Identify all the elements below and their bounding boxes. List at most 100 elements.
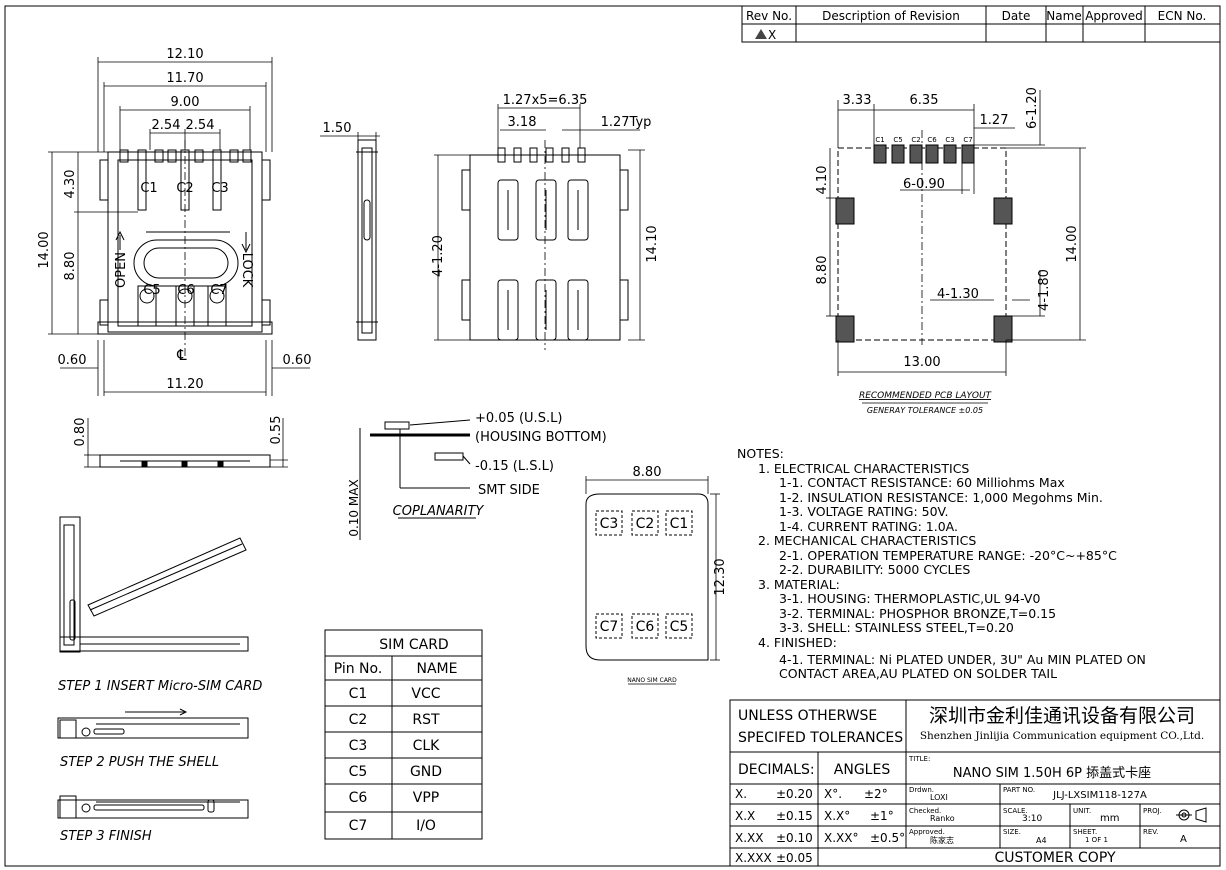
front-view: 0.80 0.55 — [73, 416, 288, 468]
tb-tol-value: ±0.20 — [776, 787, 813, 801]
tb-unit-value: mm — [1100, 813, 1119, 824]
centerline-symbol: ℄ — [176, 346, 187, 364]
contact-label-c3: C3 — [211, 181, 228, 196]
pcb-pad-label-c2: C2 — [911, 136, 920, 144]
dim-overall-width: 12.10 — [166, 47, 203, 62]
tb-approved-value: 陈家志 — [930, 835, 954, 845]
sim-card-table: SIM CARD Pin No. NAME C1 VCC C2 RST C3 C… — [324, 629, 483, 840]
tb-part-label: PART NO. — [1003, 786, 1035, 794]
tb-drawn-value: LOXI — [930, 793, 948, 802]
dim-top-to-row: 4.30 — [63, 170, 78, 199]
coplanarity-lsl: -0.15 (L.S.L) — [475, 459, 554, 474]
notes-heading: NOTES: — [737, 446, 784, 461]
step-3-illustration — [57, 795, 249, 819]
dim-bottom-span: 3.18 — [508, 115, 537, 130]
nano-card-height: 12.30 — [713, 558, 728, 595]
rev-triangle-icon — [755, 29, 767, 39]
nano-contact-c5: C5 — [670, 619, 689, 635]
tb-tol-value: ±0.10 — [776, 831, 813, 845]
sim-table-name: RST — [412, 712, 440, 728]
sim-table-pin: C6 — [349, 790, 368, 806]
pcb-layout-caption: RECOMMENDED PCB LAYOUT — [859, 391, 993, 401]
tb-tol-decimal: X. — [735, 787, 747, 801]
top-view: C1 C2 C3 C5 C6 C7 OPEN LOCK ℄ — [37, 47, 311, 396]
sim-table-name: VPP — [413, 790, 439, 806]
dim-right-offset: 0.60 — [283, 353, 312, 368]
coplanarity-usl: +0.05 (U.S.L) — [475, 411, 562, 426]
tb-tol-angle: X.X° — [824, 809, 850, 823]
open-label: OPEN — [114, 252, 129, 288]
sim-table-name: GND — [410, 764, 442, 780]
tb-tol-angle-value: ±0.5° — [870, 831, 905, 845]
tb-part-value: JLJ-LXSIM118-127A — [1052, 790, 1147, 801]
contact-label-c1: C1 — [140, 181, 157, 196]
pcb-layout-tolerance: GENERAY TOLERANCE ±0.05 — [867, 406, 983, 415]
dim-base-width: 11.20 — [166, 377, 203, 392]
dim-typ: 1.27Typ — [601, 115, 652, 130]
tb-scale-value: 3:10 — [1022, 814, 1042, 824]
pcb-pad-label-c5: C5 — [893, 136, 902, 144]
note-line: 1-3. VOLTAGE RATING: 50V. — [779, 504, 948, 519]
tb-sheet-value: 1 OF 1 — [1085, 836, 1108, 844]
sim-table-pin: C7 — [349, 818, 368, 834]
coplanarity-housing-bottom: (HOUSING BOTTOM) — [475, 430, 607, 445]
dim-pin-span: 9.00 — [171, 95, 200, 110]
tb-customer-copy: CUSTOMER COPY — [994, 850, 1116, 866]
pcb-dim-slot-height: 4-1.80 — [1037, 269, 1052, 311]
side-view: 1.50 — [320, 121, 380, 341]
step-2-illustration — [57, 708, 249, 739]
rev-header-name: Name — [1046, 9, 1081, 23]
top-terminals — [119, 149, 252, 211]
note-line: 4. FINISHED: — [758, 635, 837, 650]
dim-overall-height: 14.00 — [37, 231, 52, 268]
tb-rev-label: REV. — [1143, 828, 1158, 836]
rev-value: X — [768, 28, 776, 42]
note-line: 4-1. TERMINAL: Ni PLATED UNDER, 3U" Au M… — [779, 652, 1146, 667]
tb-checked-value: Ranko — [930, 814, 955, 823]
tb-size-value: A4 — [1036, 836, 1047, 845]
pcb-dim-vertical-spacing: 8.80 — [815, 256, 830, 285]
sim-table-name: VCC — [411, 686, 440, 702]
note-line: 3-1. HOUSING: THERMOPLASTIC,UL 94-V0 — [779, 591, 1040, 606]
step-1-label: STEP 1 INSERT Micro-SIM CARD — [58, 679, 262, 694]
tb-proj-label: PROJ. — [1143, 807, 1162, 815]
top-view-dimensions — [48, 57, 310, 396]
tb-angles: ANGLES — [834, 762, 891, 778]
title-block: UNLESS OTHERWSE SPECIFED TOLERANCES 深圳市金… — [729, 699, 1221, 867]
bottom-view-pins — [497, 147, 586, 163]
sim-table-header-name: NAME — [417, 661, 458, 677]
tb-company-en: Shenzhen Jinlijia Communication equipmen… — [920, 730, 1204, 742]
sim-table-name: CLK — [413, 738, 441, 754]
contact-label-c5: C5 — [143, 283, 160, 298]
sim-table-title: SIM CARD — [379, 637, 448, 653]
pcb-dim-pad-span: 6.35 — [910, 93, 939, 108]
note-line: 1-4. CURRENT RATING: 1.0A. — [779, 519, 958, 534]
tb-tol-decimal: X.X — [735, 809, 755, 823]
projection-symbol-icon — [1176, 807, 1207, 823]
pcb-dim-left-offset: 3.33 — [843, 93, 872, 108]
pcb-layout: 3.33 6.35 6-1.20 1.27 4.10 6-0.90 14.00 … — [815, 87, 1086, 415]
tb-tol-decimal: X.XX — [735, 831, 763, 845]
sim-table-pin: C2 — [349, 712, 368, 728]
tb-title-value: NANO SIM 1.50H 6P 掭盖式卡座 — [953, 766, 1151, 781]
tb-tol-angle-value: ±1° — [870, 809, 894, 823]
coplanarity-title: COPLANARITY — [393, 504, 485, 519]
rev-header-ecn: ECN No. — [1158, 9, 1207, 23]
lock-label: LOCK — [239, 253, 254, 288]
pcb-pad-label-c3: C3 — [945, 136, 954, 144]
nano-contact-c3: C3 — [600, 516, 619, 532]
note-line: 2-2. DURABILITY: 5000 CYCLES — [779, 562, 970, 577]
dim-pitch-total: 1.27x5=6.35 — [503, 93, 588, 108]
nano-contact-c2: C2 — [636, 516, 655, 532]
pcb-pad-label-c6: C6 — [927, 136, 937, 144]
tb-tol-value: ±0.15 — [776, 809, 813, 823]
tb-tol-angle: X.XX° — [824, 831, 858, 845]
tb-specifed: SPECIFED TOLERANCES — [738, 730, 903, 746]
tb-approved-label: Approved. — [909, 828, 945, 836]
revision-table: Rev No. Description of Revision Date Nam… — [741, 5, 1221, 43]
tb-unit-label: UNIT. — [1073, 807, 1091, 815]
note-line: CONTACT AREA,AU PLATED ON SOLDER TAIL — [779, 666, 1057, 681]
tb-size-label: SIZE. — [1003, 828, 1021, 836]
note-line: 1. ELECTRICAL CHARACTERISTICS — [758, 461, 969, 476]
